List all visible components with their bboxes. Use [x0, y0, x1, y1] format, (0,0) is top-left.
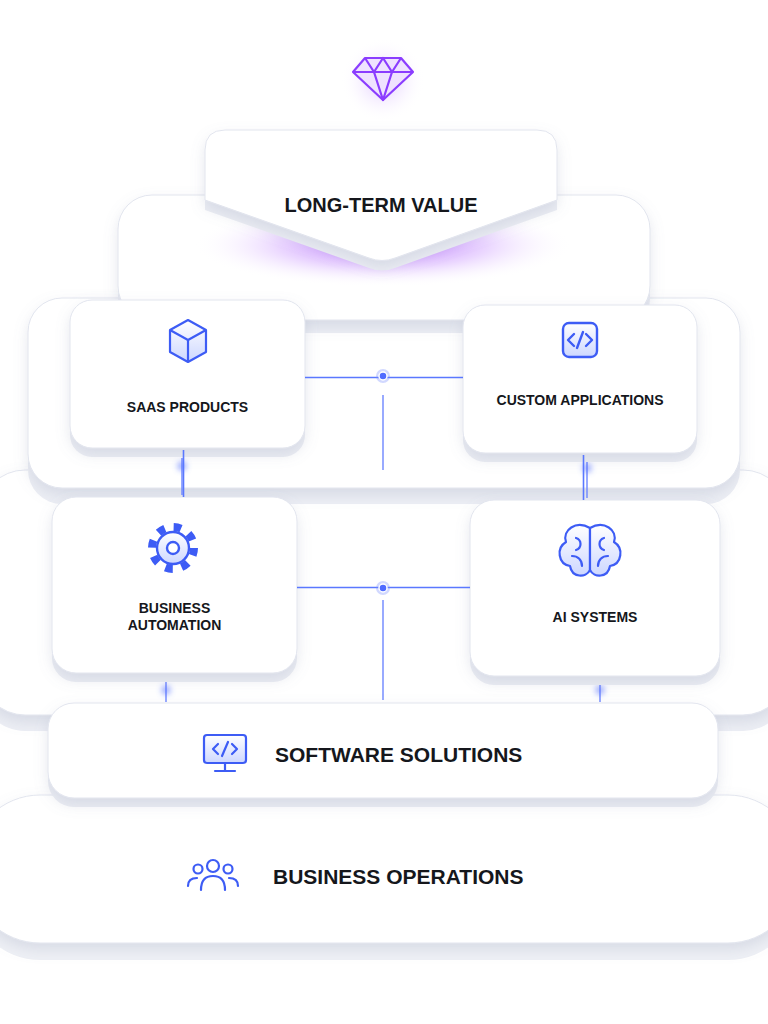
node-label: CUSTOM APPLICATIONS [497, 392, 664, 409]
code-icon [563, 323, 597, 357]
connector-line [583, 455, 585, 500]
card [48, 703, 718, 807]
base-platform [0, 795, 768, 960]
gear-icon [152, 527, 194, 569]
product-card: SAAS PRODUCTS [70, 300, 305, 450]
junction-dot [376, 369, 390, 383]
people-icon [188, 860, 238, 890]
node-label: SOFTWARE SOLUTIONS [275, 742, 522, 767]
node-label: SAAS PRODUCTS [127, 399, 248, 416]
solutions-band: SOFTWARE SOLUTIONS [48, 703, 718, 800]
card [470, 500, 720, 685]
monitor-icon [204, 735, 246, 771]
value-box: LONG-TERM VALUE [205, 130, 557, 263]
node-label: BUSINESS OPERATIONS [273, 864, 523, 889]
brain-icon [560, 525, 621, 575]
cube-icon [170, 320, 206, 362]
operations-band: BUSINESS OPERATIONS [40, 840, 728, 915]
value-prism [205, 130, 557, 271]
card [52, 497, 297, 682]
gem-icon [341, 38, 425, 122]
product-card: CUSTOM APPLICATIONS [463, 305, 697, 455]
node-label: BUSINESS AUTOMATION [110, 600, 240, 634]
card [463, 305, 697, 462]
tier-platform [0, 470, 768, 731]
node-label: LONG-TERM VALUE [285, 193, 478, 217]
capability-card: BUSINESS AUTOMATION [52, 497, 297, 675]
junction-dot [376, 581, 390, 595]
card [70, 300, 305, 457]
node-label: AI SYSTEMS [553, 609, 638, 626]
connector-line [183, 450, 185, 497]
capability-card: AI SYSTEMS [470, 500, 720, 678]
